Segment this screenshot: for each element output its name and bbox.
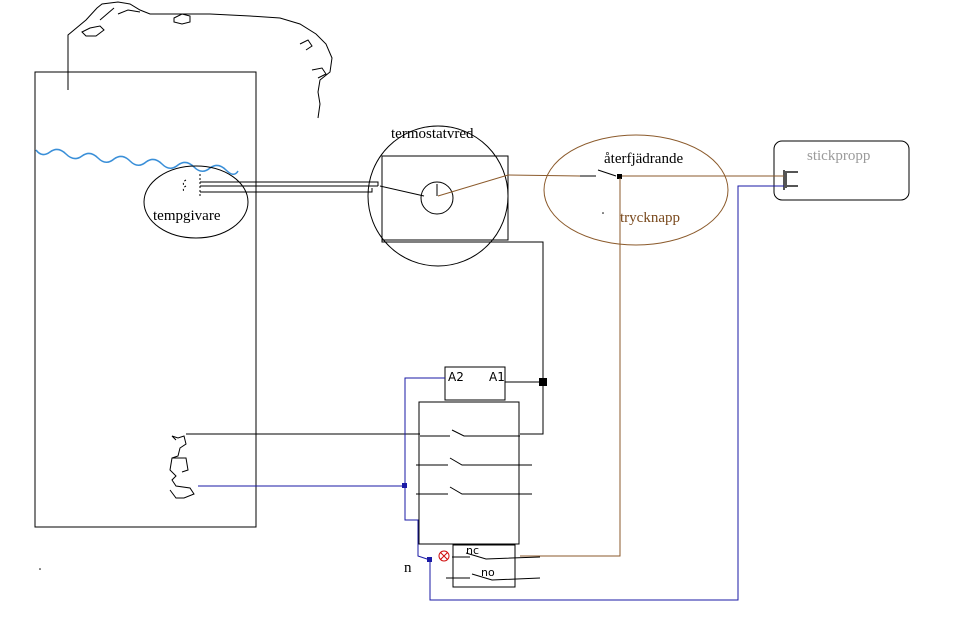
- heater-terminals: [169, 435, 195, 499]
- plug-pins: [783, 170, 798, 190]
- wires-black: [186, 156, 544, 435]
- junction-node-a1: [539, 378, 547, 386]
- label-no: no: [481, 566, 495, 579]
- label-n: n: [404, 560, 412, 576]
- sensor-probe: [182, 174, 201, 198]
- thermostat: termostatvred: [367, 125, 509, 267]
- tank-outline: [34, 71, 257, 528]
- hand-sketch: [67, 1, 333, 119]
- thermostat-dial: [420, 181, 454, 215]
- temperature-sensor: tempgivare: [143, 165, 249, 239]
- junction-node-n: [427, 557, 432, 562]
- lamp-circle: [438, 550, 450, 562]
- lamp-cross: [440, 552, 448, 560]
- label-a2: A2: [448, 370, 464, 384]
- push-button: återfjädrande trycknapp: [543, 134, 729, 246]
- label-a1: A1: [489, 370, 505, 384]
- label-aterfjadrande: återfjädrande: [604, 151, 683, 167]
- thermostat-switch: [379, 185, 425, 197]
- contactor-body: [418, 401, 520, 545]
- aux-contact-nc: [452, 552, 541, 560]
- thermostat-box: [381, 155, 509, 241]
- stray-dot: [39, 568, 41, 570]
- label-trycknapp: trycknapp: [620, 210, 680, 226]
- sensor-circle: [143, 165, 249, 239]
- water-surface: [35, 148, 239, 175]
- label-stickpropp: stickpropp: [807, 148, 870, 164]
- push-button-contact: [580, 169, 617, 177]
- main-contact-3: [416, 486, 532, 495]
- push-button-ellipse: [543, 134, 729, 246]
- wires-brown: [437, 174, 784, 557]
- wires-blue: [198, 185, 784, 601]
- junction-node-blue: [402, 483, 407, 488]
- capillary-tube: [200, 181, 379, 193]
- label-tempgivare: tempgivare: [153, 208, 221, 224]
- indicator-lamp: [438, 550, 450, 562]
- label-termostatvred: termostatvred: [391, 126, 474, 142]
- aux-contact-no: [446, 573, 541, 581]
- main-contact-1: [420, 429, 520, 437]
- tank: [34, 71, 257, 528]
- main-contact-2: [416, 457, 532, 466]
- plug: stickpropp: [773, 140, 910, 201]
- stray-dot: [602, 212, 604, 214]
- junction-node-push: [617, 174, 622, 179]
- plug-box: [773, 140, 910, 201]
- aux-contact-box: [452, 544, 516, 588]
- contactor-coil: [444, 366, 506, 401]
- contactor: A2 A1 nc no: [416, 366, 541, 588]
